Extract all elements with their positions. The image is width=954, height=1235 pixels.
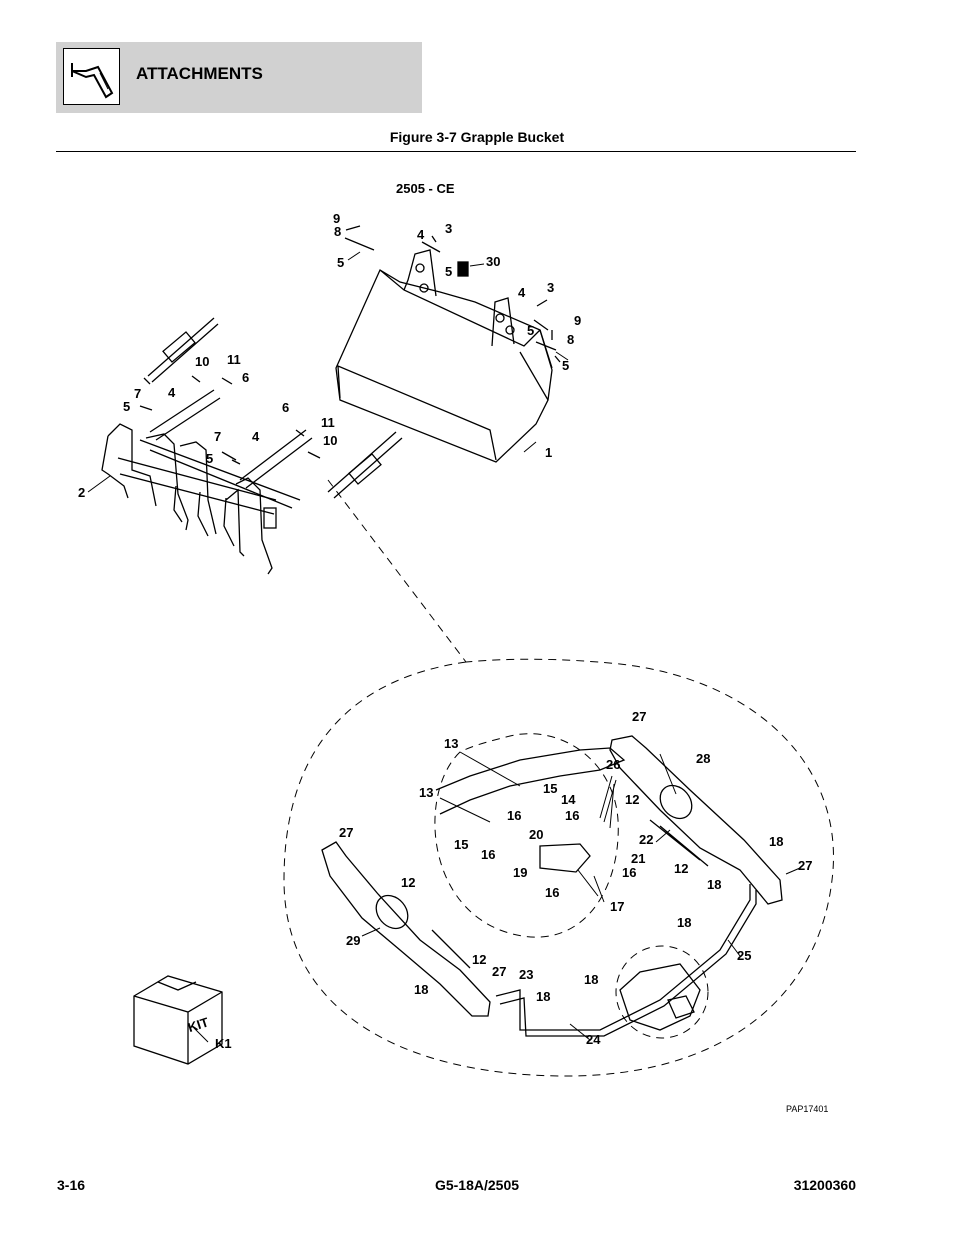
callout-1: 1: [545, 445, 552, 460]
bucket-attachment-icon: [63, 48, 120, 105]
callout-14: 14: [561, 792, 576, 807]
callout-6: 6: [282, 400, 289, 415]
callout-5: 5: [337, 255, 344, 270]
callout-16: 16: [507, 808, 521, 823]
callout-25: 25: [737, 948, 751, 963]
footer-model: G5-18A/2505: [434, 1177, 520, 1193]
callout-3: 3: [445, 221, 452, 236]
kit-box-drawing: [133, 975, 223, 1065]
callout-12: 12: [401, 875, 415, 890]
callout-5: 5: [206, 451, 213, 466]
callout-11: 11: [321, 415, 335, 430]
callout-18: 18: [677, 915, 691, 930]
callout-6: 6: [242, 370, 249, 385]
callout-27: 27: [492, 964, 506, 979]
callout-29: 29: [346, 933, 360, 948]
kit-box-label: KIT: [186, 1014, 211, 1035]
callout-7: 7: [134, 386, 141, 401]
hydraulic-detail-drawing: [321, 735, 783, 1037]
callout-27: 27: [632, 709, 646, 724]
callout-5: 5: [123, 399, 130, 414]
callout-27: 27: [339, 825, 353, 840]
callout-19: 19: [513, 865, 527, 880]
bucket-drawing: [335, 249, 553, 463]
callout-13: 13: [419, 785, 433, 800]
callout-5: 5: [445, 264, 452, 279]
footer-part-number: 31200360: [793, 1177, 856, 1193]
callout-7: 7: [214, 429, 221, 444]
callout-5: 5: [527, 323, 534, 338]
callout-13: 13: [444, 736, 458, 751]
callout-27: 27: [798, 858, 812, 873]
callout-18: 18: [769, 834, 783, 849]
page-number: 3-16: [57, 1177, 86, 1193]
callout-16: 16: [622, 865, 636, 880]
callout-12: 12: [472, 952, 486, 967]
callout-22: 22: [639, 832, 653, 847]
callout-26: 26: [606, 757, 620, 772]
detail-circles: [283, 479, 834, 1077]
callout-20: 20: [529, 827, 543, 842]
callout-8: 8: [567, 332, 574, 347]
callout-18: 18: [584, 972, 598, 987]
callout-4: 4: [518, 285, 526, 300]
callout-24: 24: [586, 1032, 601, 1047]
callout-16: 16: [545, 885, 559, 900]
callout-17: 17: [610, 899, 624, 914]
callout-16: 16: [481, 847, 495, 862]
callout-30: 30: [486, 254, 500, 269]
callout-10: 10: [195, 354, 209, 369]
grapple-cylinders-drawing: [139, 317, 403, 499]
callout-4: 4: [252, 429, 260, 444]
callout-21: 21: [631, 851, 645, 866]
model-label: 2505 - CE: [396, 181, 455, 196]
callout-4: 4: [168, 385, 176, 400]
callout-9: 9: [574, 313, 581, 328]
pin-parts-top: [344, 225, 561, 363]
callout-k1: K1: [215, 1036, 232, 1051]
header-divider: [56, 151, 856, 152]
callout-18: 18: [414, 982, 428, 997]
section-title: ATTACHMENTS: [136, 64, 263, 83]
callout-11: 11: [227, 352, 241, 367]
callout-16: 16: [565, 808, 579, 823]
callout-15: 15: [454, 837, 468, 852]
callout-12: 12: [625, 792, 639, 807]
figure-title: Figure 3-7 Grapple Bucket: [389, 129, 565, 145]
drawing-id: PAP17401: [786, 1104, 829, 1114]
callout-18: 18: [707, 877, 721, 892]
callout-2: 2: [78, 485, 85, 500]
callout-5: 5: [562, 358, 569, 373]
callout-18: 18: [536, 989, 550, 1004]
callout-4: 4: [417, 227, 425, 242]
callout-9: 9: [333, 211, 340, 226]
callout-10: 10: [323, 433, 337, 448]
callout-12: 12: [674, 861, 688, 876]
callout-8: 8: [334, 224, 341, 239]
callout-23: 23: [519, 967, 533, 982]
leader-lines: [87, 251, 801, 1043]
callout-28: 28: [696, 751, 710, 766]
callout-3: 3: [547, 280, 554, 295]
callout-15: 15: [543, 781, 557, 796]
grapple-frame-drawing: [101, 423, 301, 575]
